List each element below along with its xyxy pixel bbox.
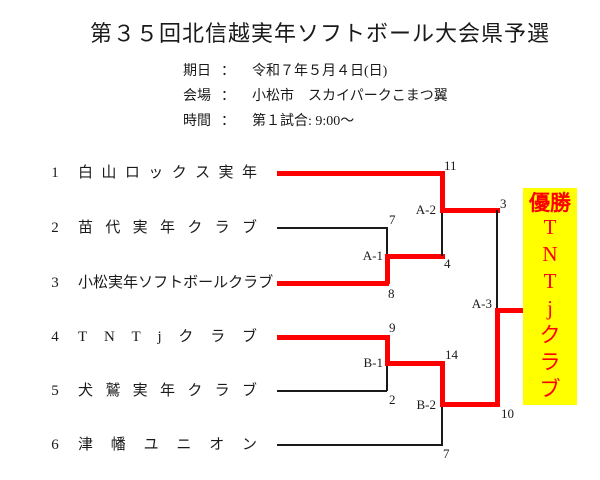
info-label-date: 期日 (183, 64, 211, 79)
bracket-line-team4-win (277, 335, 389, 340)
match-b2-connector-winner (440, 361, 445, 407)
info-row-time: 時間 ： 第１試合: 9:00～ (0, 113, 600, 131)
team-row-6: 6 津幡ユニオン (0, 435, 600, 455)
score-team5-b1: 2 (389, 392, 396, 407)
info-label-venue: 会場 (183, 89, 211, 104)
bracket-line-team3-win (277, 281, 389, 286)
team-seed: 4 (51, 329, 59, 345)
team-name: 津幡ユニオン (78, 437, 257, 453)
team-row-1: 1 白山ロックス実年 (0, 163, 600, 183)
score-b2winner-final: 10 (501, 406, 514, 421)
info-value-date: 令和７年５月４日(日) (252, 64, 388, 79)
info-separator: ： (221, 114, 235, 129)
score-team6-b2: 7 (443, 446, 450, 461)
match-b1-connector-loser (386, 363, 388, 391)
match-a1-connector-winner (385, 254, 390, 284)
final-a3-connector-winner (495, 308, 500, 407)
match-label-a3: A-3 (471, 296, 492, 311)
score-team2-a1: 7 (389, 212, 396, 227)
info-row-date: 期日 ： 令和７年５月４日(日) (0, 63, 600, 81)
match-b2-winner-line (440, 402, 500, 407)
match-label-b2: B-2 (416, 397, 437, 412)
match-b1-winner-line (385, 361, 445, 366)
score-b1winner-b2: 14 (445, 347, 458, 362)
info-label-time: 時間 (183, 114, 211, 129)
team-name: 白山ロックス実年 (78, 165, 257, 181)
team-seed: 3 (51, 275, 59, 291)
final-a3-winner-line (495, 308, 525, 313)
match-b1-connector-winner (385, 335, 390, 366)
bracket-line-team5 (277, 390, 387, 392)
team-seed: 6 (51, 437, 59, 453)
score-a2winner-final: 3 (500, 196, 507, 211)
team-name: 苗代実年クラブ (78, 220, 257, 236)
match-label-b1: B-1 (363, 355, 384, 370)
match-a1-connector-loser (386, 227, 388, 256)
match-b2-connector-loser (441, 404, 443, 446)
bracket-line-team6 (277, 444, 443, 446)
match-a2-winner-line (440, 208, 500, 213)
team-row-2: 2 苗代実年クラブ (0, 218, 600, 238)
match-label-a1: A-1 (362, 248, 383, 263)
match-a2-connector-winner (440, 171, 445, 213)
match-label-a2: A-2 (415, 202, 436, 217)
info-separator: ： (221, 64, 235, 79)
team-name: 犬鷲実年クラブ (78, 383, 257, 399)
score-team3-a1: 8 (388, 286, 395, 301)
info-value-time: 第１試合: 9:00～ (252, 114, 355, 129)
score-team1-final4: 11 (444, 158, 457, 173)
score-team4-b1: 9 (389, 320, 396, 335)
final-a3-connector-loser (496, 210, 498, 310)
bracket-line-team2 (277, 227, 387, 229)
info-separator: ： (221, 89, 235, 104)
team-seed: 1 (51, 165, 59, 181)
match-a1-winner-line (385, 254, 445, 259)
bracket-line-team1-win (277, 171, 445, 176)
team-row-3: 3 小松実年ソフトボールクラブ (0, 273, 600, 293)
info-value-venue: 小松市 スカイパークこまつ翼 (252, 89, 448, 104)
match-a2-connector-loser (441, 211, 443, 256)
team-row-5: 5 犬鷲実年クラブ (0, 381, 600, 401)
page-title: 第３５回北信越実年ソフトボール大会県予選 (89, 21, 550, 46)
team-seed: 2 (51, 220, 59, 236)
team-seed: 5 (51, 383, 59, 399)
score-a1winner-a2: 4 (444, 256, 451, 271)
team-name: 小松実年ソフトボールクラブ (78, 275, 274, 291)
info-row-venue: 会場 ： 小松市 スカイパークこまつ翼 (0, 88, 600, 106)
champion-caption: 優勝 (529, 191, 571, 215)
